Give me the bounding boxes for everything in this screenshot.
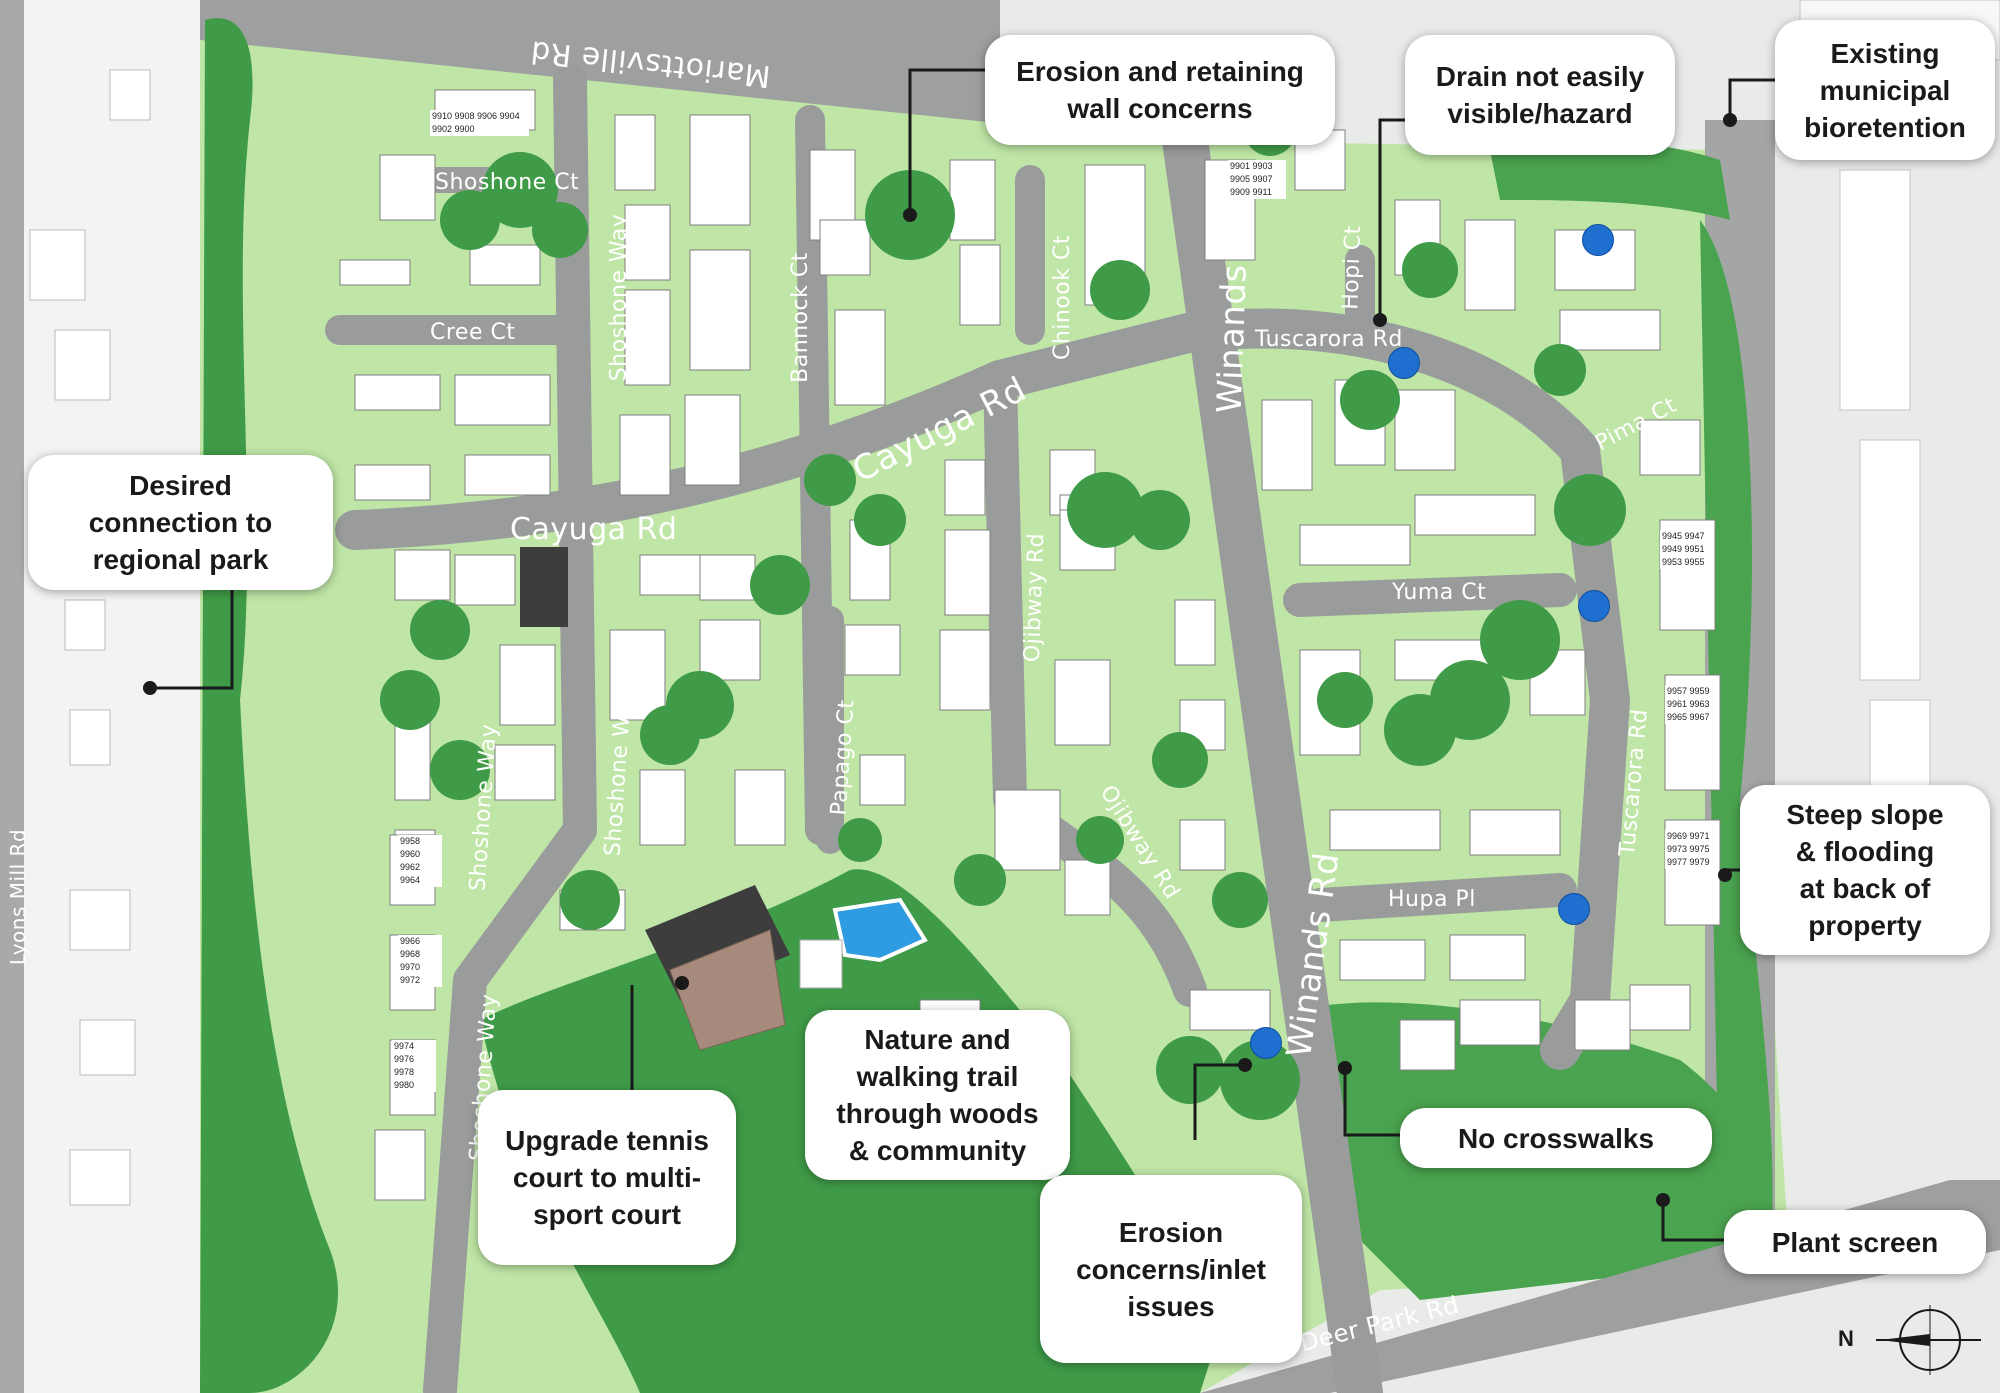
- drain-marker: [1558, 893, 1590, 925]
- compass-north-label: N: [1838, 1326, 1854, 1351]
- pool: [832, 897, 928, 963]
- lot-numbers: 9969 9971 9973 9975 9977 9979: [1665, 830, 1719, 869]
- street-label: Chinook Ct: [1050, 234, 1076, 361]
- leader-dots: [143, 113, 1737, 1207]
- lot-numbers: 9958 9960 9962 9964: [398, 835, 442, 887]
- lyons-mill-road: [0, 0, 24, 1393]
- drain-marker: [1250, 1027, 1282, 1059]
- callout-erosion-retaining-wall: Erosion and retaining wall concerns: [985, 35, 1335, 145]
- street-label: Yuma Ct: [1392, 580, 1487, 605]
- lot-numbers: 9910 9908 9906 9904 9902 9900: [430, 110, 529, 136]
- drain-marker: [1388, 347, 1420, 379]
- east-tree-line: [1700, 220, 1773, 1260]
- callout-drain-hazard: Drain not easily visible/hazard: [1405, 35, 1675, 155]
- street-label: Hupa Pl: [1388, 887, 1476, 912]
- callout-tennis-court: Upgrade tennis court to multi- sport cou…: [478, 1090, 736, 1265]
- street-label: Ojibway Rd: [1019, 532, 1050, 663]
- compass-icon: [1876, 1305, 1981, 1375]
- west-building-footprints: [29, 69, 151, 1206]
- tennis-court: [669, 929, 786, 1051]
- north-trees: [1490, 139, 1730, 220]
- street-label: Lyons Mill Rd: [6, 828, 31, 966]
- tree-clumps: [380, 104, 1626, 1120]
- building-dark: [520, 547, 568, 627]
- street-label: Cree Ct: [430, 320, 516, 345]
- callout-erosion-inlet: Erosion concerns/inlet issues: [1040, 1175, 1302, 1363]
- callout-nature-trail: Nature and walking trail through woods &…: [805, 1010, 1070, 1180]
- drain-marker: [1578, 590, 1610, 622]
- street-label: Hopi Ct: [1338, 224, 1367, 311]
- north-arrow: N: [1836, 1300, 1986, 1380]
- lot-numbers: 9966 9968 9970 9972: [398, 935, 442, 987]
- west-forest: [200, 18, 339, 1393]
- street-label: Shoshone Way: [606, 213, 632, 382]
- mariottsville-road: [200, 0, 1000, 130]
- pool-house: [799, 939, 843, 989]
- callout-plant-screen: Plant screen: [1724, 1210, 1986, 1274]
- lot-numbers: 9974 9976 9978 9980: [392, 1040, 436, 1092]
- lot-numbers: 9957 9959 9961 9963 9965 9967: [1665, 685, 1719, 724]
- callout-bioretention: Existing municipal bioretention: [1775, 20, 1995, 160]
- callout-leaders: [150, 68, 1775, 1242]
- street-label: Shoshone Ct: [435, 170, 580, 195]
- callout-regional-park: Desired connection to regional park: [28, 455, 333, 590]
- street-label: Bannock Ct: [787, 252, 813, 383]
- street-label: Cayuga Rd: [510, 512, 678, 547]
- lot-numbers: 9945 9947 9949 9951 9953 9955: [1660, 530, 1714, 569]
- lot-numbers: 9901 9903 9905 9907 9909 9911: [1228, 160, 1286, 199]
- callout-no-crosswalks: No crosswalks: [1400, 1108, 1712, 1168]
- street-label: Tuscarora Rd: [1255, 327, 1403, 352]
- street-label: Winands Rd: [1209, 206, 1257, 414]
- drain-marker: [1582, 224, 1614, 256]
- callout-steep-slope: Steep slope & flooding at back of proper…: [1740, 785, 1990, 955]
